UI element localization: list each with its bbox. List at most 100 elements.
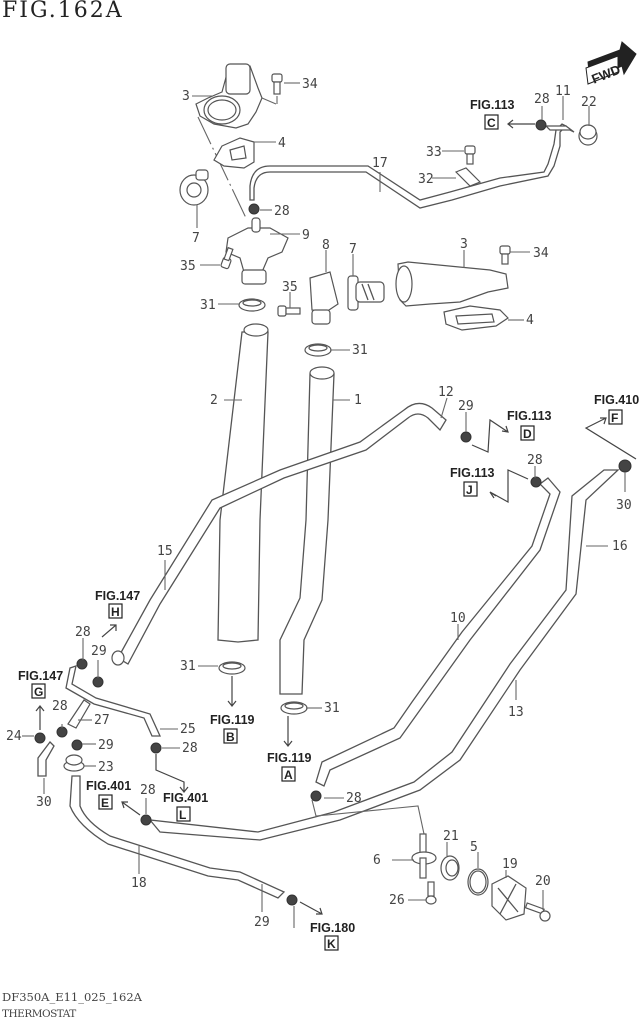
- svg-text:FIG.401[interactable]: FIG.401: [163, 791, 208, 805]
- callout-30: 30: [616, 498, 632, 513]
- gasket-4-upper: [213, 137, 255, 169]
- clamp-28-c: [535, 119, 547, 131]
- svg-text:E[interactable]: E: [101, 796, 109, 810]
- thermostat-cover-upper: [195, 63, 263, 129]
- callout-12: 12: [438, 385, 454, 400]
- fig-ref-119-a[interactable]: FIG.119 A: [267, 716, 312, 782]
- svg-text:J[interactable]: J: [466, 483, 473, 497]
- bolt-35-mid: [277, 305, 301, 317]
- callout-28: 28: [52, 699, 68, 714]
- bolt-34-upper: [271, 73, 283, 95]
- callout-26: 29: [254, 915, 270, 930]
- cover-5: [491, 875, 527, 921]
- callout-numbers: 3 34 4 7 28 9 35 17 33 32 28 11 22 8 7 3…: [6, 77, 632, 930]
- clip-32: [454, 167, 482, 187]
- svg-text:A[interactable]: A: [284, 768, 293, 782]
- thermostat-case-9: [225, 217, 289, 285]
- svg-text:C[interactable]: C: [487, 116, 496, 130]
- svg-text:FIG.113[interactable]: FIG.113: [507, 409, 552, 423]
- gasket-4-mid: [443, 305, 509, 331]
- thermostat-7-mid: [347, 275, 385, 311]
- valve-18: [411, 833, 437, 879]
- callout-23: 23: [98, 760, 114, 775]
- clamp-28-small: [248, 203, 260, 215]
- hose-17: [249, 123, 568, 209]
- clamp-30-a: [618, 459, 632, 473]
- fig-ref-119-b[interactable]: FIG.119 B: [210, 676, 255, 744]
- svg-text:FIG.401[interactable]: FIG.401: [86, 779, 131, 793]
- callout-17: 17: [372, 156, 388, 171]
- bolt-20: [425, 881, 437, 905]
- clamp-28-g: [150, 742, 162, 754]
- callout-24: 30: [36, 795, 52, 810]
- svg-text:F[interactable]: F: [611, 411, 618, 425]
- bolt-19: [524, 902, 551, 922]
- callout-19: 20: [535, 874, 551, 889]
- callout-leaders: [22, 82, 626, 928]
- callout-6: 21: [443, 829, 459, 844]
- fig-ref-147-g[interactable]: FIG.147 G: [18, 669, 63, 730]
- clamp-28-i: [34, 732, 46, 744]
- callout-9: 9: [302, 228, 310, 243]
- svg-text:D[interactable]: D: [523, 427, 532, 441]
- callout-31: 31: [200, 298, 216, 313]
- clamp-30-b: [140, 814, 152, 826]
- clamp-28-j: [310, 790, 322, 802]
- fig-ref-113-d[interactable]: FIG.113 D: [471, 409, 552, 453]
- bolt-33: [464, 145, 476, 165]
- svg-text:B[interactable]: B: [226, 730, 235, 744]
- callout-4: 4: [526, 313, 534, 328]
- hose-24: [37, 741, 55, 777]
- callout-34: 34: [302, 77, 318, 92]
- svg-text:H[interactable]: H: [111, 605, 120, 619]
- callout-1: 1: [354, 393, 362, 408]
- hose-13-16: [148, 469, 620, 841]
- figure-title: FIG.162A: [2, 0, 124, 23]
- svg-text:FIG.147[interactable]: FIG.147: [18, 669, 63, 683]
- fig-ref-113-j[interactable]: FIG.113 J: [450, 466, 529, 504]
- callout-5: 19: [502, 857, 518, 872]
- callout-25: 25: [180, 722, 196, 737]
- outlet-cover-8: [309, 271, 339, 325]
- hose-25: [65, 665, 162, 737]
- callout-35: 35: [282, 280, 298, 295]
- callout-28: 28: [75, 625, 91, 640]
- svg-text:FIG.113[interactable]: FIG.113: [470, 98, 515, 112]
- callout-29: 29: [91, 644, 107, 659]
- svg-text:FIG.147[interactable]: FIG.147: [95, 589, 140, 603]
- fig-ref-180-k[interactable]: FIG.180 K: [299, 901, 355, 951]
- fig-ref-401-l[interactable]: FIG.401 L: [155, 754, 208, 822]
- clamp-28-h: [56, 726, 68, 738]
- callout-28: 28: [182, 741, 198, 756]
- callout-8: 8: [322, 238, 330, 253]
- callout-15: 15: [157, 544, 173, 559]
- callout-30: 28: [140, 783, 156, 798]
- clamp-31-a: [238, 298, 266, 312]
- o-ring-21: [467, 868, 489, 896]
- callout-18: 6: [373, 853, 381, 868]
- hose-15: [117, 402, 447, 665]
- svg-text:FIG.113[interactable]: FIG.113: [450, 466, 495, 480]
- fig-ref-113-c[interactable]: FIG.113 C: [470, 98, 535, 130]
- svg-text:FIG.410[interactable]: FIG.410: [594, 393, 639, 407]
- fig-ref-410-f[interactable]: FIG.410 F: [584, 393, 639, 460]
- callout-3: 3: [182, 89, 190, 104]
- clamp-29-c: [71, 739, 83, 751]
- grommet-23: [63, 754, 85, 772]
- fig-ref-147-h[interactable]: FIG.147 H: [95, 589, 140, 638]
- hose-14: [69, 775, 286, 899]
- svg-text:FIG.180[interactable]: FIG.180: [310, 921, 355, 935]
- callout-20: 26: [389, 893, 405, 908]
- svg-text:K[interactable]: K: [327, 937, 336, 951]
- fig-ref-401-e[interactable]: FIG.401 E: [86, 779, 141, 816]
- callout-14: 18: [131, 876, 147, 891]
- svg-text:L[interactable]: L: [179, 808, 186, 822]
- svg-text:G[interactable]: G: [34, 685, 43, 699]
- svg-text:FIG.119[interactable]: FIG.119: [210, 713, 255, 727]
- clamp-28-f: [76, 658, 88, 670]
- clamp-29-a: [460, 431, 472, 443]
- callout-35: 35: [180, 259, 196, 274]
- plug-22: [578, 124, 598, 146]
- callout-28: 28: [346, 791, 362, 806]
- svg-text:FIG.119[interactable]: FIG.119: [267, 751, 312, 765]
